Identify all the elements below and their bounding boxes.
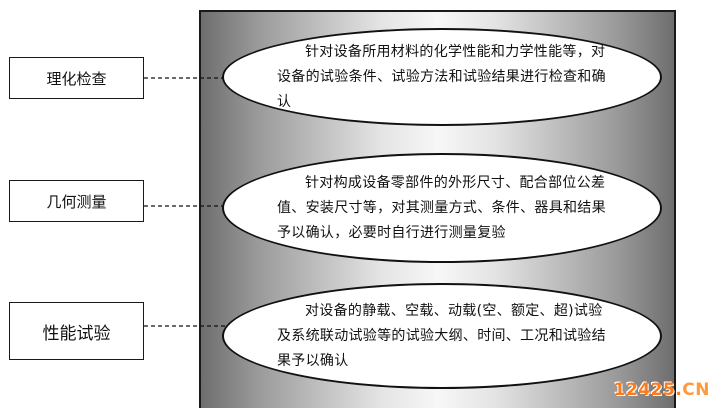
ellipse-geometric: 针对构成设备零部件的外形尺寸、配合部位公差值、安装尺寸等，对其测量方式、条件、器… [222, 153, 662, 263]
description-geometric: 针对构成设备零部件的外形尺寸、配合部位公差值、安装尺寸等，对其测量方式、条件、器… [277, 174, 606, 241]
label-box-geometric: 几何测量 [9, 180, 144, 222]
label-physical-chemical: 理化检查 [46, 69, 107, 88]
label-box-performance: 性能试验 [9, 302, 144, 360]
watermark-number: 12425 [613, 380, 676, 400]
ellipse-physical-chemical: 针对设备所用材料的化学性能和力学性能等，对设备的试验条件、试验方法和试验结果进行… [222, 28, 662, 126]
label-box-physical-chemical: 理化检查 [9, 57, 144, 99]
description-physical-chemical: 针对设备所用材料的化学性能和力学性能等，对设备的试验条件、试验方法和试验结果进行… [277, 43, 606, 110]
description-performance: 对设备的静载、空载、动载(空、额定、超)试验及系统联动试验等的试验大纲、时间、工… [277, 302, 606, 369]
label-geometric: 几何测量 [46, 192, 107, 211]
watermark-tld: CN [682, 380, 710, 400]
watermark: 12425.CN [614, 380, 710, 400]
label-performance: 性能试验 [42, 323, 111, 344]
watermark-dot: . [675, 380, 683, 400]
ellipse-performance: 对设备的静载、空载、动载(空、额定、超)试验及系统联动试验等的试验大纲、时间、工… [222, 283, 662, 389]
